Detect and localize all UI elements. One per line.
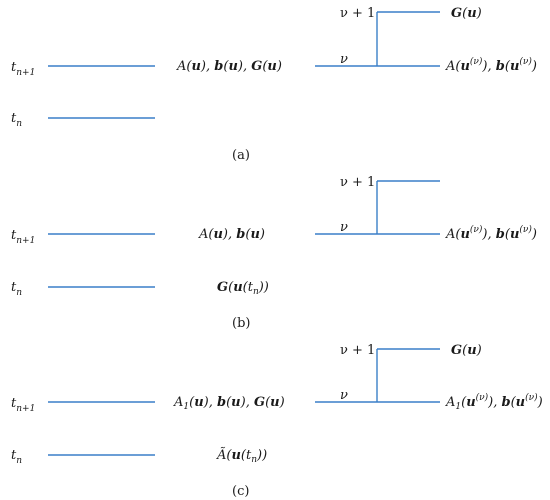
- t-n-label: tn: [11, 280, 22, 298]
- t-n-label: tn: [11, 448, 22, 466]
- iteration-nu-label: ν: [340, 388, 348, 403]
- panel-a: tn+1 tn A(u), b(u), G(u) ν + 1 ν G(u) A(…: [11, 6, 537, 163]
- panel-caption: (c): [232, 484, 249, 499]
- current-iterate-evaluation-text: A(u(ν)), b(u(ν)): [445, 224, 537, 242]
- lower-level-evaluation-text: G(u(tn)): [217, 280, 269, 297]
- iteration-nu-plus-1-label: ν + 1: [340, 175, 375, 190]
- upper-level-evaluation-text: A1(u), b(u), G(u): [173, 395, 285, 412]
- t-n-label: tn: [11, 111, 22, 129]
- upper-level-evaluation-text: A(u), b(u), G(u): [176, 59, 282, 74]
- panel-caption: (a): [232, 148, 250, 163]
- lower-level-evaluation-text: Ã(u(tn)): [216, 447, 267, 465]
- t-n-plus-1-label: tn+1: [11, 228, 35, 246]
- t-n-plus-1-label: tn+1: [11, 396, 35, 414]
- iteration-nu-plus-1-label: ν + 1: [340, 6, 375, 21]
- panel-c: tn+1 tn A1(u), b(u), G(u) Ã(u(tn)) ν + 1…: [11, 343, 543, 499]
- iteration-nu-label: ν: [340, 52, 348, 67]
- current-iterate-evaluation-text: A(u(ν)), b(u(ν)): [445, 56, 537, 74]
- iteration-nu-label: ν: [340, 220, 348, 235]
- upper-level-evaluation-text: A(u), b(u): [198, 227, 265, 242]
- iteration-nu-plus-1-label: ν + 1: [340, 343, 375, 358]
- panel-caption: (b): [232, 316, 250, 331]
- panel-b: tn+1 tn A(u), b(u) G(u(tn)) ν + 1 ν A(u(…: [11, 175, 537, 331]
- next-iterate-evaluation-text: G(u): [451, 343, 482, 358]
- t-n-plus-1-label: tn+1: [11, 60, 35, 78]
- next-iterate-evaluation-text: G(u): [451, 6, 482, 21]
- current-iterate-evaluation-text: A1(u(ν)), b(u(ν)): [445, 392, 543, 412]
